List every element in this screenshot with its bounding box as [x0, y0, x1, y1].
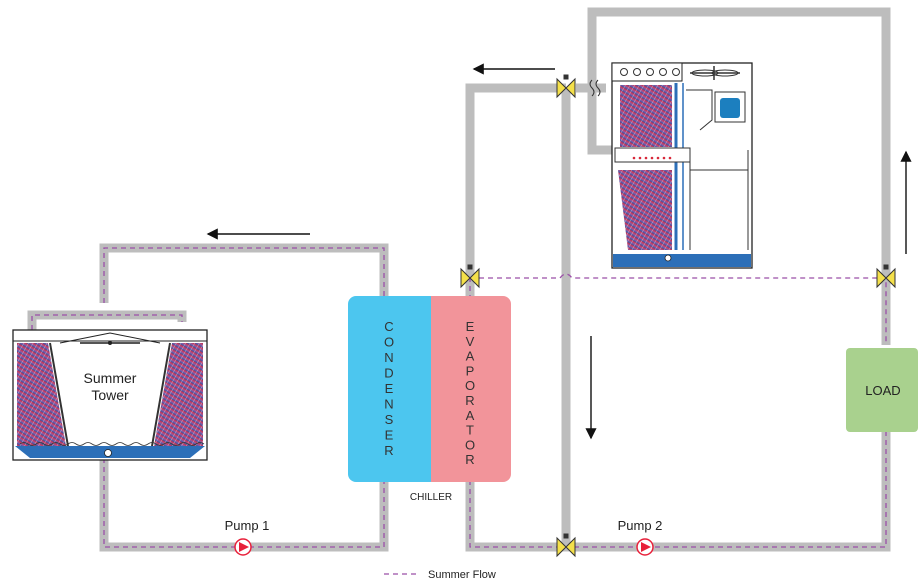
hx-basin [613, 254, 751, 267]
three-way-valve-icon [876, 264, 896, 289]
tower-fill-right [154, 343, 203, 446]
hx-fill-bottom [618, 170, 672, 250]
evaporator-letter: A [466, 408, 475, 423]
condenser-return-pipe [99, 458, 389, 552]
pump1-label: Pump 1 [225, 518, 270, 533]
chilled-return-pipe [465, 432, 891, 552]
evaporator-block [431, 296, 511, 482]
three-way-valve-icon [460, 264, 480, 289]
evaporator-letter: T [466, 423, 474, 438]
evaporator-letter: V [466, 334, 475, 349]
evaporator-letter: P [466, 363, 475, 378]
hx-coil-top [620, 85, 672, 147]
valves [460, 74, 896, 558]
tower-fill-left [17, 343, 66, 446]
evaporator-letter: A [466, 349, 475, 364]
tower-top-pipe [99, 243, 389, 303]
chiller-label: CHILLER [410, 492, 452, 503]
pump2-label: Pump 2 [618, 518, 663, 533]
condenser-letter: D [384, 366, 393, 381]
condenser-letter: N [384, 397, 393, 412]
load-supply-pipe [587, 7, 891, 345]
load: LOAD [846, 348, 918, 432]
summer-flow-crossover [470, 273, 887, 345]
legend: Summer Flow [384, 569, 496, 579]
flow-arrows [206, 63, 912, 440]
tower-pump-icon [104, 449, 112, 457]
evaporator-letter: O [465, 378, 475, 393]
summer-flow-evap-bottom [469, 432, 887, 548]
tower-inlet-pipe [27, 310, 187, 330]
condenser-letter: N [384, 350, 393, 365]
condenser-letter: R [384, 443, 393, 458]
summer-flow-bottom [103, 458, 385, 548]
pump-1: Pump 1 [225, 518, 270, 556]
tower-label-line2: Tower [91, 387, 129, 403]
tower-label-line1: Summer [84, 370, 137, 386]
load-label: LOAD [865, 383, 900, 398]
summer-flow-top [103, 247, 385, 303]
pump-2: Pump 2 [618, 518, 663, 556]
three-way-valve-icon [556, 74, 576, 99]
condenser-letter: E [385, 381, 394, 396]
three-way-valve-icon [556, 533, 576, 558]
load-block [846, 348, 918, 432]
evaporator-letter: O [465, 437, 475, 452]
summer-flow-inlet [31, 314, 183, 330]
condenser-letter: E [385, 428, 394, 443]
legend-summer-flow-label: Summer Flow [428, 569, 496, 579]
closed-circuit-tower [611, 62, 753, 269]
chilled-supply-pipe [465, 83, 566, 300]
evaporator-letter: R [465, 393, 474, 408]
condenser-letter: C [384, 319, 393, 334]
summer-cooling-tower: Summer Tower [12, 329, 208, 461]
evaporator-letter: R [465, 452, 474, 467]
condenser-letter: S [385, 412, 394, 427]
pipe-break-icon [589, 79, 601, 97]
evaporator-letter: E [466, 319, 475, 334]
condenser-block [348, 296, 438, 482]
condenser-letter: O [384, 335, 394, 350]
